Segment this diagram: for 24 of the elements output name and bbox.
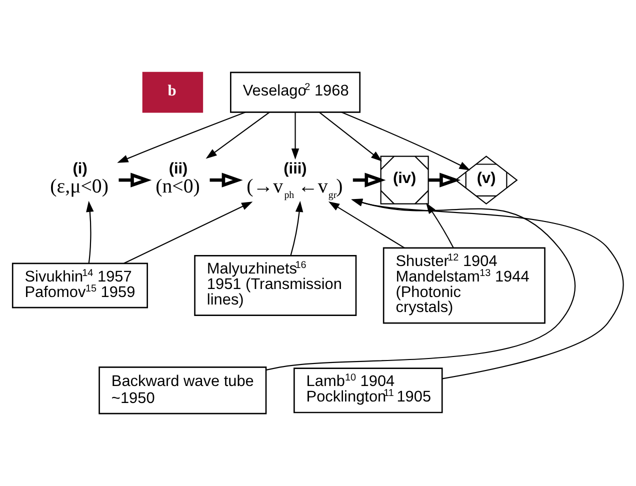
node-box: Veselago$^{2}$ 1968 [230,72,361,113]
node-box: Lamb$^{10}$ 1904 Pocklington$^{11}$ 1905 [294,368,443,414]
node-box: Shuster$^{12}$ 1904 Mandelstam$^{13}$ 1944 (Photonic crystals) [382,247,546,324]
arrow [86,200,94,264]
node-box: Sivukhin$^{14}$ 1957 Pafomov$^{15}$ 1959 [12,262,148,308]
arrow [210,172,243,188]
arrow [290,200,304,256]
arrow [341,112,470,170]
arrow [291,112,300,160]
arrow [328,201,405,248]
arrow [319,112,382,162]
node-diamond: (v) [454,156,518,204]
arrow [117,112,246,163]
node-text: (iii) (→v$_{ph}$ ←v$_{gr}$) [246,160,343,202]
node-box: Backward wave tube ~1950 [98,366,267,414]
arrow [428,172,461,188]
arrow [124,202,253,264]
node-text: (ii) (n<0) [156,160,200,198]
node-box: Malyuzhinets$^{16}$ 1951 (Transmission lines) [194,255,357,316]
node-text: (i) (ε,μ<0) [50,160,108,198]
arrow [352,172,386,188]
arrow [118,172,152,188]
label: b [168,82,176,100]
arrow [206,112,270,159]
